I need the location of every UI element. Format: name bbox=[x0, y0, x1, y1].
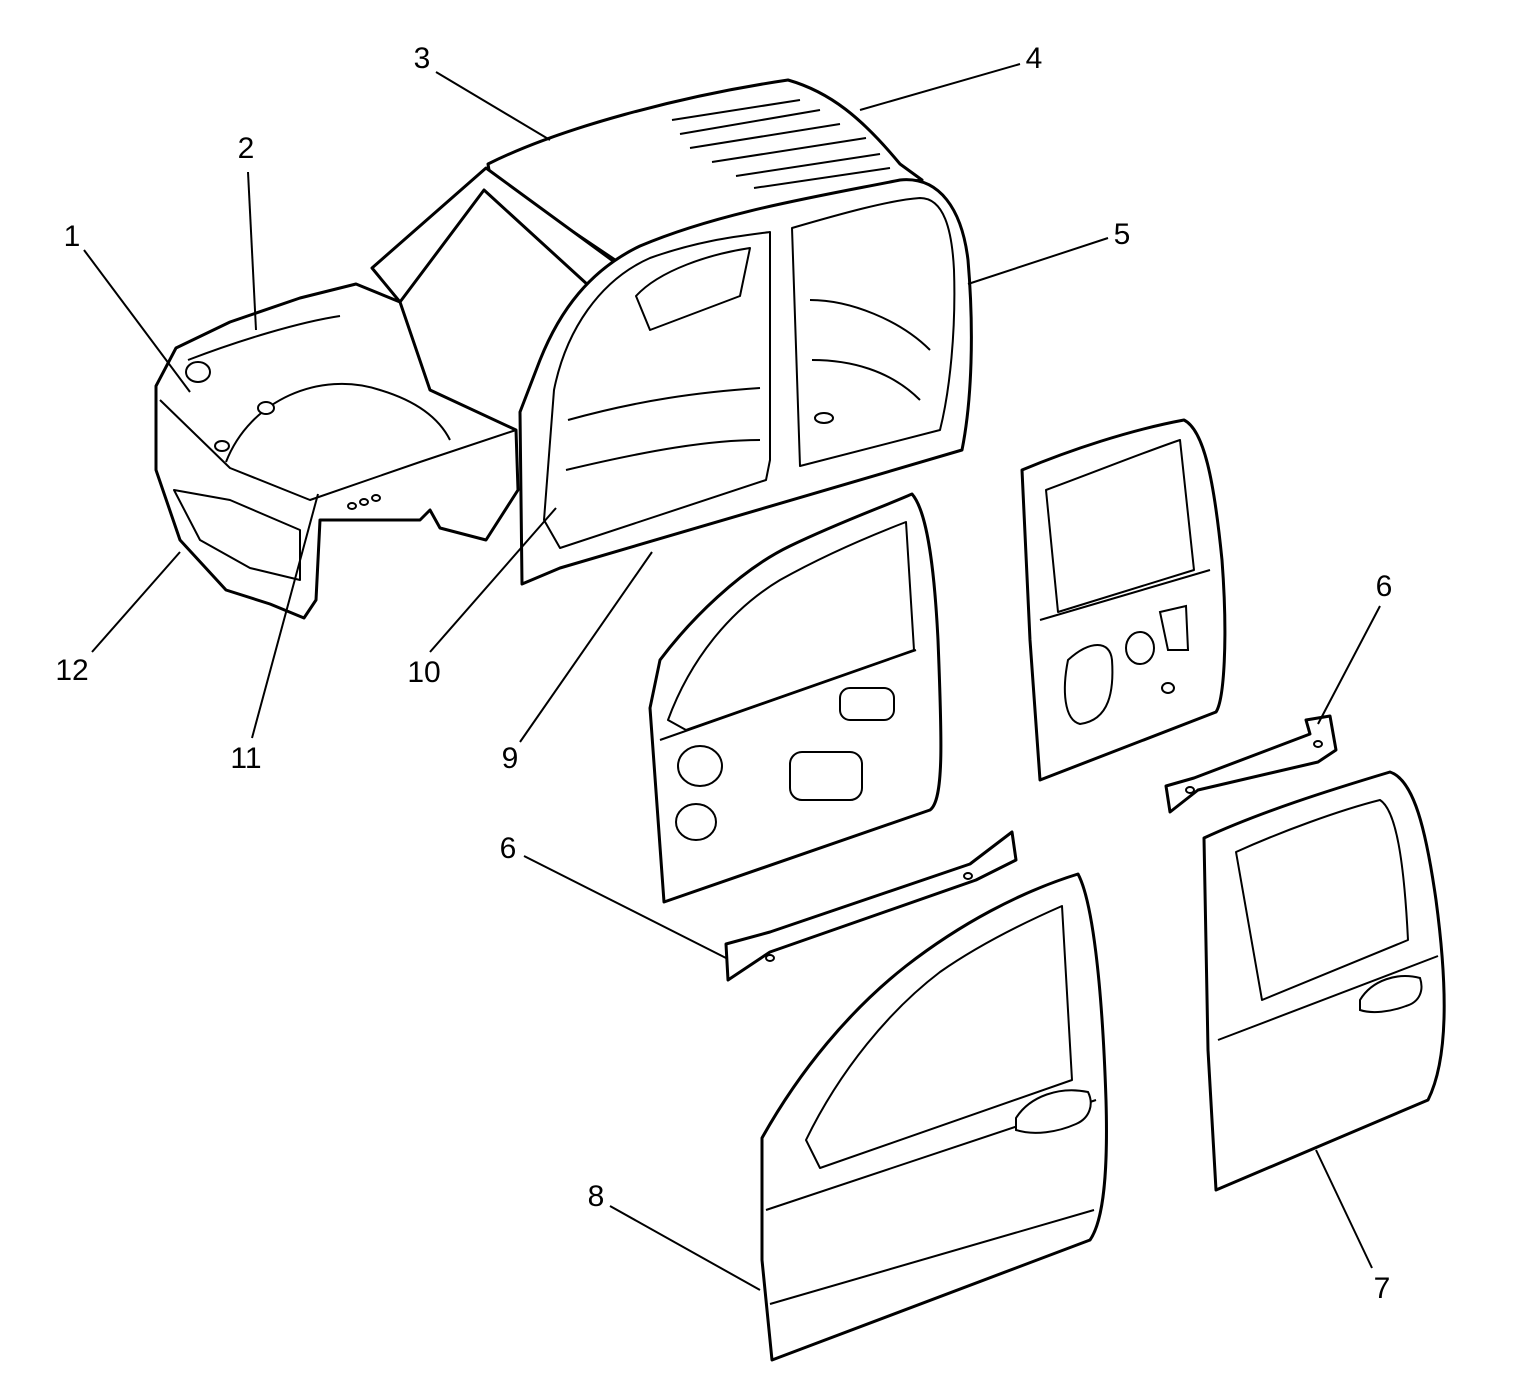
front-door-inner-panel bbox=[648, 492, 943, 904]
callout-labels: 1 2 3 4 5 6 6 7 8 9 10 11 12 bbox=[55, 42, 1392, 1305]
front-door-outer-body-line-2 bbox=[769, 1209, 1095, 1305]
rear-door-inner-hole-2 bbox=[1161, 682, 1175, 694]
front-panel-hole-3 bbox=[214, 440, 230, 452]
leader-lines bbox=[83, 63, 1381, 1291]
callout-10: 10 bbox=[407, 656, 440, 689]
rear-door-inner-panel bbox=[1020, 418, 1227, 782]
roof-rib-1 bbox=[671, 99, 801, 121]
callout-12: 12 bbox=[55, 654, 88, 687]
front-door-opening bbox=[543, 231, 771, 549]
rear-door-outer bbox=[1202, 770, 1446, 1192]
leader-11 bbox=[251, 493, 319, 739]
leader-9 bbox=[519, 551, 653, 743]
cab-floor-line-3 bbox=[809, 299, 931, 351]
rear-window-opening bbox=[635, 247, 751, 331]
leader-3 bbox=[435, 71, 551, 141]
roof-rib-5 bbox=[735, 153, 881, 177]
front-door-inner-cutout-1 bbox=[839, 687, 895, 721]
cab-floor-line-2 bbox=[565, 439, 761, 471]
dash-line bbox=[187, 315, 341, 361]
rear-door-inner bbox=[1020, 418, 1227, 782]
hinge-strip-front-hole-2 bbox=[963, 872, 973, 880]
rail-hole-3 bbox=[371, 494, 381, 502]
rear-door-outer-panel bbox=[1202, 770, 1446, 1192]
front-door-outer-handle bbox=[1015, 1089, 1092, 1134]
callout-4: 4 bbox=[1026, 42, 1043, 75]
rear-door-outer-handle bbox=[1359, 975, 1423, 1014]
leader-10 bbox=[429, 507, 557, 653]
callout-8: 8 bbox=[588, 1180, 605, 1213]
front-door-outer-window bbox=[805, 905, 1073, 1169]
cab-floor-hole bbox=[814, 412, 834, 424]
roof-rib-3 bbox=[689, 123, 841, 149]
front-door-outer-panel bbox=[760, 872, 1108, 1362]
hinge-strip-front-body bbox=[724, 830, 1018, 982]
front-door-inner-cutout-2 bbox=[789, 751, 863, 801]
cab-floor-line-1 bbox=[567, 387, 761, 421]
wheelhouse-arch bbox=[225, 382, 451, 463]
front-structure bbox=[154, 282, 520, 620]
callout-9: 9 bbox=[502, 742, 519, 775]
cab-side-panel bbox=[518, 178, 973, 586]
cab-floor-line-4 bbox=[811, 359, 921, 401]
rear-door-inner-beltline bbox=[1039, 569, 1211, 621]
front-door-outer bbox=[760, 872, 1108, 1362]
hinge-strip-rear-hole-2 bbox=[1313, 740, 1323, 748]
front-door-inner-hole-1 bbox=[677, 745, 723, 787]
callout-3: 3 bbox=[414, 42, 431, 75]
front-panel-hole-2 bbox=[257, 401, 275, 415]
roof-rib-2 bbox=[679, 109, 821, 135]
rear-door-inner-window bbox=[1045, 439, 1195, 613]
leader-8 bbox=[609, 1205, 761, 1291]
leader-5 bbox=[967, 237, 1109, 285]
leader-7 bbox=[1315, 1149, 1373, 1269]
hinge-strip-front-hole-1 bbox=[765, 954, 775, 962]
front-door-inner bbox=[648, 492, 943, 904]
rear-door-inner-cutout-1 bbox=[1063, 644, 1114, 726]
callout-5: 5 bbox=[1114, 218, 1131, 251]
hinge-strip-front bbox=[724, 830, 1018, 982]
roof-rib-4 bbox=[711, 137, 867, 163]
callout-1: 1 bbox=[64, 220, 81, 253]
rail-hole-2 bbox=[359, 498, 369, 506]
leader-1 bbox=[83, 249, 191, 393]
rear-door-opening bbox=[791, 197, 956, 467]
hinge-strip-rear-hole-1 bbox=[1185, 786, 1195, 794]
roof-rib-6 bbox=[753, 167, 891, 189]
rear-door-inner-hole-1 bbox=[1125, 631, 1155, 665]
radiator-support-frame bbox=[173, 489, 301, 581]
leader-4 bbox=[859, 63, 1021, 111]
callout-6-rear: 6 bbox=[1376, 570, 1393, 603]
front-door-inner-beltline bbox=[659, 649, 917, 741]
hinge-strip-rear-body bbox=[1164, 714, 1338, 814]
front-door-inner-hole-2 bbox=[675, 803, 717, 841]
rear-door-inner-cutout-2 bbox=[1158, 604, 1190, 651]
rail-hole-1 bbox=[347, 502, 357, 510]
rear-door-outer-body-line bbox=[1217, 955, 1439, 1041]
cab-body bbox=[154, 78, 973, 620]
callout-6-front: 6 bbox=[500, 832, 517, 865]
leader-2 bbox=[247, 171, 257, 331]
callout-2: 2 bbox=[238, 132, 255, 165]
front-door-inner-window bbox=[667, 521, 915, 731]
leader-6b bbox=[523, 855, 727, 959]
rear-door-outer-window bbox=[1235, 799, 1409, 1001]
front-panel-inner bbox=[159, 399, 517, 501]
hinge-strip-rear bbox=[1164, 714, 1338, 814]
front-panel-hole-1 bbox=[185, 361, 211, 383]
callout-7: 7 bbox=[1374, 1272, 1391, 1305]
leader-6a bbox=[1317, 605, 1381, 725]
leader-12 bbox=[91, 551, 181, 653]
callout-11: 11 bbox=[230, 742, 261, 775]
